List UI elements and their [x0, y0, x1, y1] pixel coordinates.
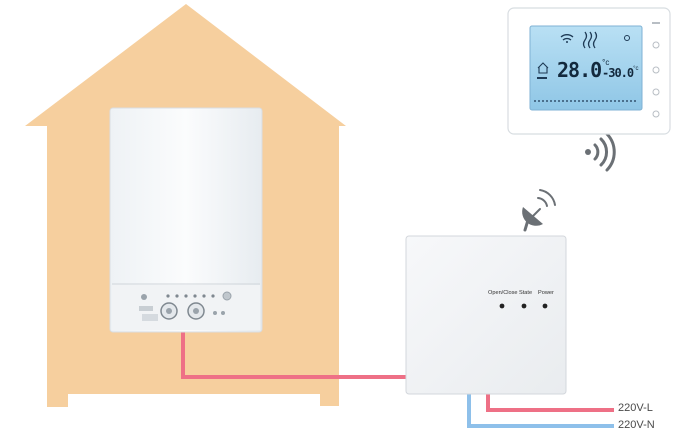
- thermostat-buttons: [652, 22, 660, 118]
- live-wire: [486, 394, 614, 412]
- current-temp-unit: °c: [602, 58, 610, 67]
- eye-icon: [624, 35, 630, 41]
- boiler: [109, 107, 263, 333]
- neutral-wire: [467, 394, 614, 428]
- thermostat-lcd: [529, 25, 643, 111]
- thermostat: [507, 7, 671, 135]
- neutral-line-label: 220V-N: [618, 419, 655, 431]
- receiver-box: [405, 235, 567, 395]
- wireless-signal-icon: [585, 132, 616, 172]
- home-icon: [537, 62, 549, 74]
- set-temp-value: -30.0: [602, 66, 634, 80]
- wifi-icon: [562, 37, 572, 41]
- power-led: [542, 303, 548, 309]
- power-label: Power: [538, 290, 554, 296]
- current-temp-value: 28.0: [557, 58, 602, 82]
- state-led: [521, 303, 527, 309]
- heat-wave-icon: [582, 31, 598, 49]
- boiler-wire: [181, 330, 408, 379]
- open-close-label: Open/Close: [488, 290, 518, 296]
- satellite-dish-icon: [522, 189, 556, 232]
- current-temperature: 28.0 °c: [557, 58, 609, 86]
- receiver-indicator-labels: Open/Close State Power: [488, 290, 560, 300]
- live-line-label: 220V-L: [618, 402, 653, 414]
- state-label: State: [519, 290, 533, 296]
- set-temp-unit: °c: [633, 66, 639, 72]
- open-close-led: [499, 303, 505, 309]
- set-temperature: -30.0 °c: [602, 66, 639, 80]
